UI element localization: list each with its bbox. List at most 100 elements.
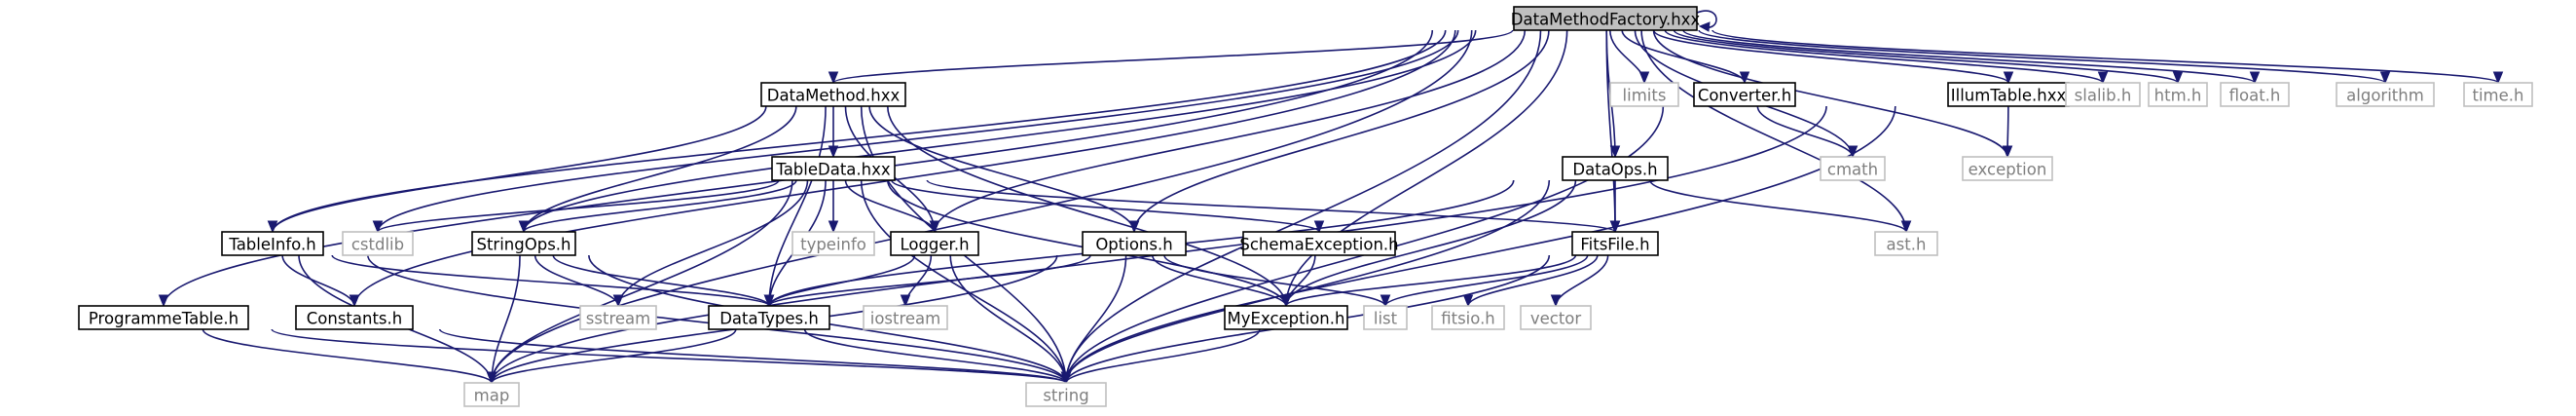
node-htm: htm.h xyxy=(2148,82,2208,107)
node-datamethod[interactable]: DataMethod.hxx xyxy=(760,82,906,107)
edge-root-to-constants xyxy=(349,29,1456,308)
node-label-fitsfile: FitsFile.h xyxy=(1580,236,1649,254)
node-label-float: float.h xyxy=(2229,87,2281,105)
node-label-htm: htm.h xyxy=(2154,87,2202,105)
node-box-dataops xyxy=(1562,156,1669,181)
node-box-sstream xyxy=(579,305,657,330)
node-logger[interactable]: Logger.h xyxy=(890,231,979,256)
node-label-illumtable: IllumTable.hxx xyxy=(1951,87,2067,105)
node-time: time.h xyxy=(2463,82,2533,107)
edge-dataops-to-ast xyxy=(1649,179,1912,234)
node-label-converter: Converter.h xyxy=(1698,87,1791,105)
edge-tabledata-to-typeinfo xyxy=(828,180,839,234)
node-box-tableinfo xyxy=(221,231,324,256)
node-label-schemaexception: SchemaException.h xyxy=(1239,236,1398,254)
node-box-cmath xyxy=(1820,156,1886,181)
node-label-datatypes: DataTypes.h xyxy=(719,310,819,328)
node-label-cmath: cmath xyxy=(1827,161,1878,179)
edge-stringops-to-sstream xyxy=(534,254,624,308)
node-label-time: time.h xyxy=(2473,87,2524,105)
node-fitsfile[interactable]: FitsFile.h xyxy=(1571,231,1659,256)
node-box-tabledata xyxy=(771,156,896,181)
node-constants[interactable]: Constants.h xyxy=(295,305,414,330)
edge-datamethod-to-tableinfo xyxy=(267,105,767,234)
edge-root-to-algorithm xyxy=(1698,29,2391,85)
node-label-tabledata: TableData.hxx xyxy=(775,161,891,179)
node-label-datamethod: DataMethod.hxx xyxy=(767,87,901,105)
edge-root-to-myexception xyxy=(1280,29,1568,308)
node-ast: ast.h xyxy=(1874,231,1938,256)
node-box-slalib xyxy=(2065,82,2141,107)
node-label-typeinfo: typeinfo xyxy=(800,236,866,254)
node-label-tableinfo: TableInfo.h xyxy=(228,236,315,254)
edge-fitsfile-to-vector xyxy=(1550,254,1609,308)
node-vector: vector xyxy=(1520,305,1592,330)
edge-tabledata-to-logger xyxy=(844,179,940,234)
node-box-fitsfile xyxy=(1571,231,1659,256)
node-limits: limits xyxy=(1609,82,1679,107)
node-iostream: iostream xyxy=(863,305,948,330)
edge-root-to-time xyxy=(1711,29,2504,85)
node-label-stringops: StringOps.h xyxy=(476,236,570,254)
edge-programmetable-to-map xyxy=(202,328,497,385)
node-dataops[interactable]: DataOps.h xyxy=(1562,156,1669,181)
node-schemaexception[interactable]: SchemaException.h xyxy=(1239,231,1399,256)
node-slalib: slalib.h xyxy=(2065,82,2141,107)
node-box-limits xyxy=(1609,82,1679,107)
node-string: string xyxy=(1025,382,1107,407)
node-box-ast xyxy=(1874,231,1938,256)
node-box-cstdlib xyxy=(342,231,414,256)
node-datatypes[interactable]: DataTypes.h xyxy=(708,305,830,330)
node-box-list xyxy=(1363,305,1408,330)
node-label-fitsio: fitsio.h xyxy=(1441,310,1495,328)
node-box-logger xyxy=(890,231,979,256)
node-label-programmetable: ProgrammeTable.h xyxy=(89,310,239,328)
node-programmetable[interactable]: ProgrammeTable.h xyxy=(78,305,249,330)
node-stringops[interactable]: StringOps.h xyxy=(471,231,576,256)
node-tabledata[interactable]: TableData.hxx xyxy=(771,156,896,181)
node-myexception[interactable]: MyException.h xyxy=(1224,305,1348,330)
node-box-myexception xyxy=(1224,305,1348,330)
edge-tableinfo-to-constants xyxy=(281,254,360,308)
node-cmath: cmath xyxy=(1820,156,1886,181)
node-box-map xyxy=(463,382,520,407)
node-list: list xyxy=(1363,305,1408,330)
node-label-logger: Logger.h xyxy=(900,236,969,254)
node-map: map xyxy=(463,382,520,407)
node-typeinfo: typeinfo xyxy=(791,231,875,256)
node-label-ast: ast.h xyxy=(1887,236,1927,254)
edge-logger-to-iostream xyxy=(900,254,933,308)
node-label-string: string xyxy=(1043,387,1088,405)
node-tableinfo[interactable]: TableInfo.h xyxy=(221,231,324,256)
edge-root-to-limits xyxy=(1609,29,1650,85)
node-label-myexception: MyException.h xyxy=(1228,310,1345,328)
node-float: float.h xyxy=(2220,82,2290,107)
node-algorithm: algorithm xyxy=(2336,82,2435,107)
edge-tabledata-to-cstdlib xyxy=(372,179,780,234)
node-label-list: list xyxy=(1374,310,1398,328)
node-box-iostream xyxy=(863,305,948,330)
edge-myexception-to-string xyxy=(1060,328,1261,385)
node-label-limits: limits xyxy=(1623,87,1667,105)
node-box-fitsio xyxy=(1431,305,1505,330)
node-box-htm xyxy=(2148,82,2208,107)
node-root[interactable]: DataMethodFactory.hxx xyxy=(1511,6,1701,31)
edge-stringops-to-map xyxy=(486,254,521,385)
node-box-illumtable xyxy=(1947,82,2070,107)
node-box-converter xyxy=(1693,82,1796,107)
node-label-sstream: sstream xyxy=(586,310,650,328)
edge-root-to-illumtable xyxy=(1652,29,2014,85)
node-box-algorithm xyxy=(2336,82,2435,107)
node-converter[interactable]: Converter.h xyxy=(1693,82,1796,107)
node-illumtable[interactable]: IllumTable.hxx xyxy=(1947,82,2070,107)
node-exception: exception xyxy=(1962,156,2053,181)
node-options[interactable]: Options.h xyxy=(1082,231,1187,256)
edge-root-to-root xyxy=(1696,10,1717,32)
edge-root-to-htm xyxy=(1673,29,2184,85)
edge-programmetable-to-string xyxy=(271,328,1072,385)
node-label-root: DataMethodFactory.hxx xyxy=(1511,11,1701,29)
node-label-iostream: iostream xyxy=(870,310,941,328)
edge-illumtable-to-exception xyxy=(2002,105,2013,159)
